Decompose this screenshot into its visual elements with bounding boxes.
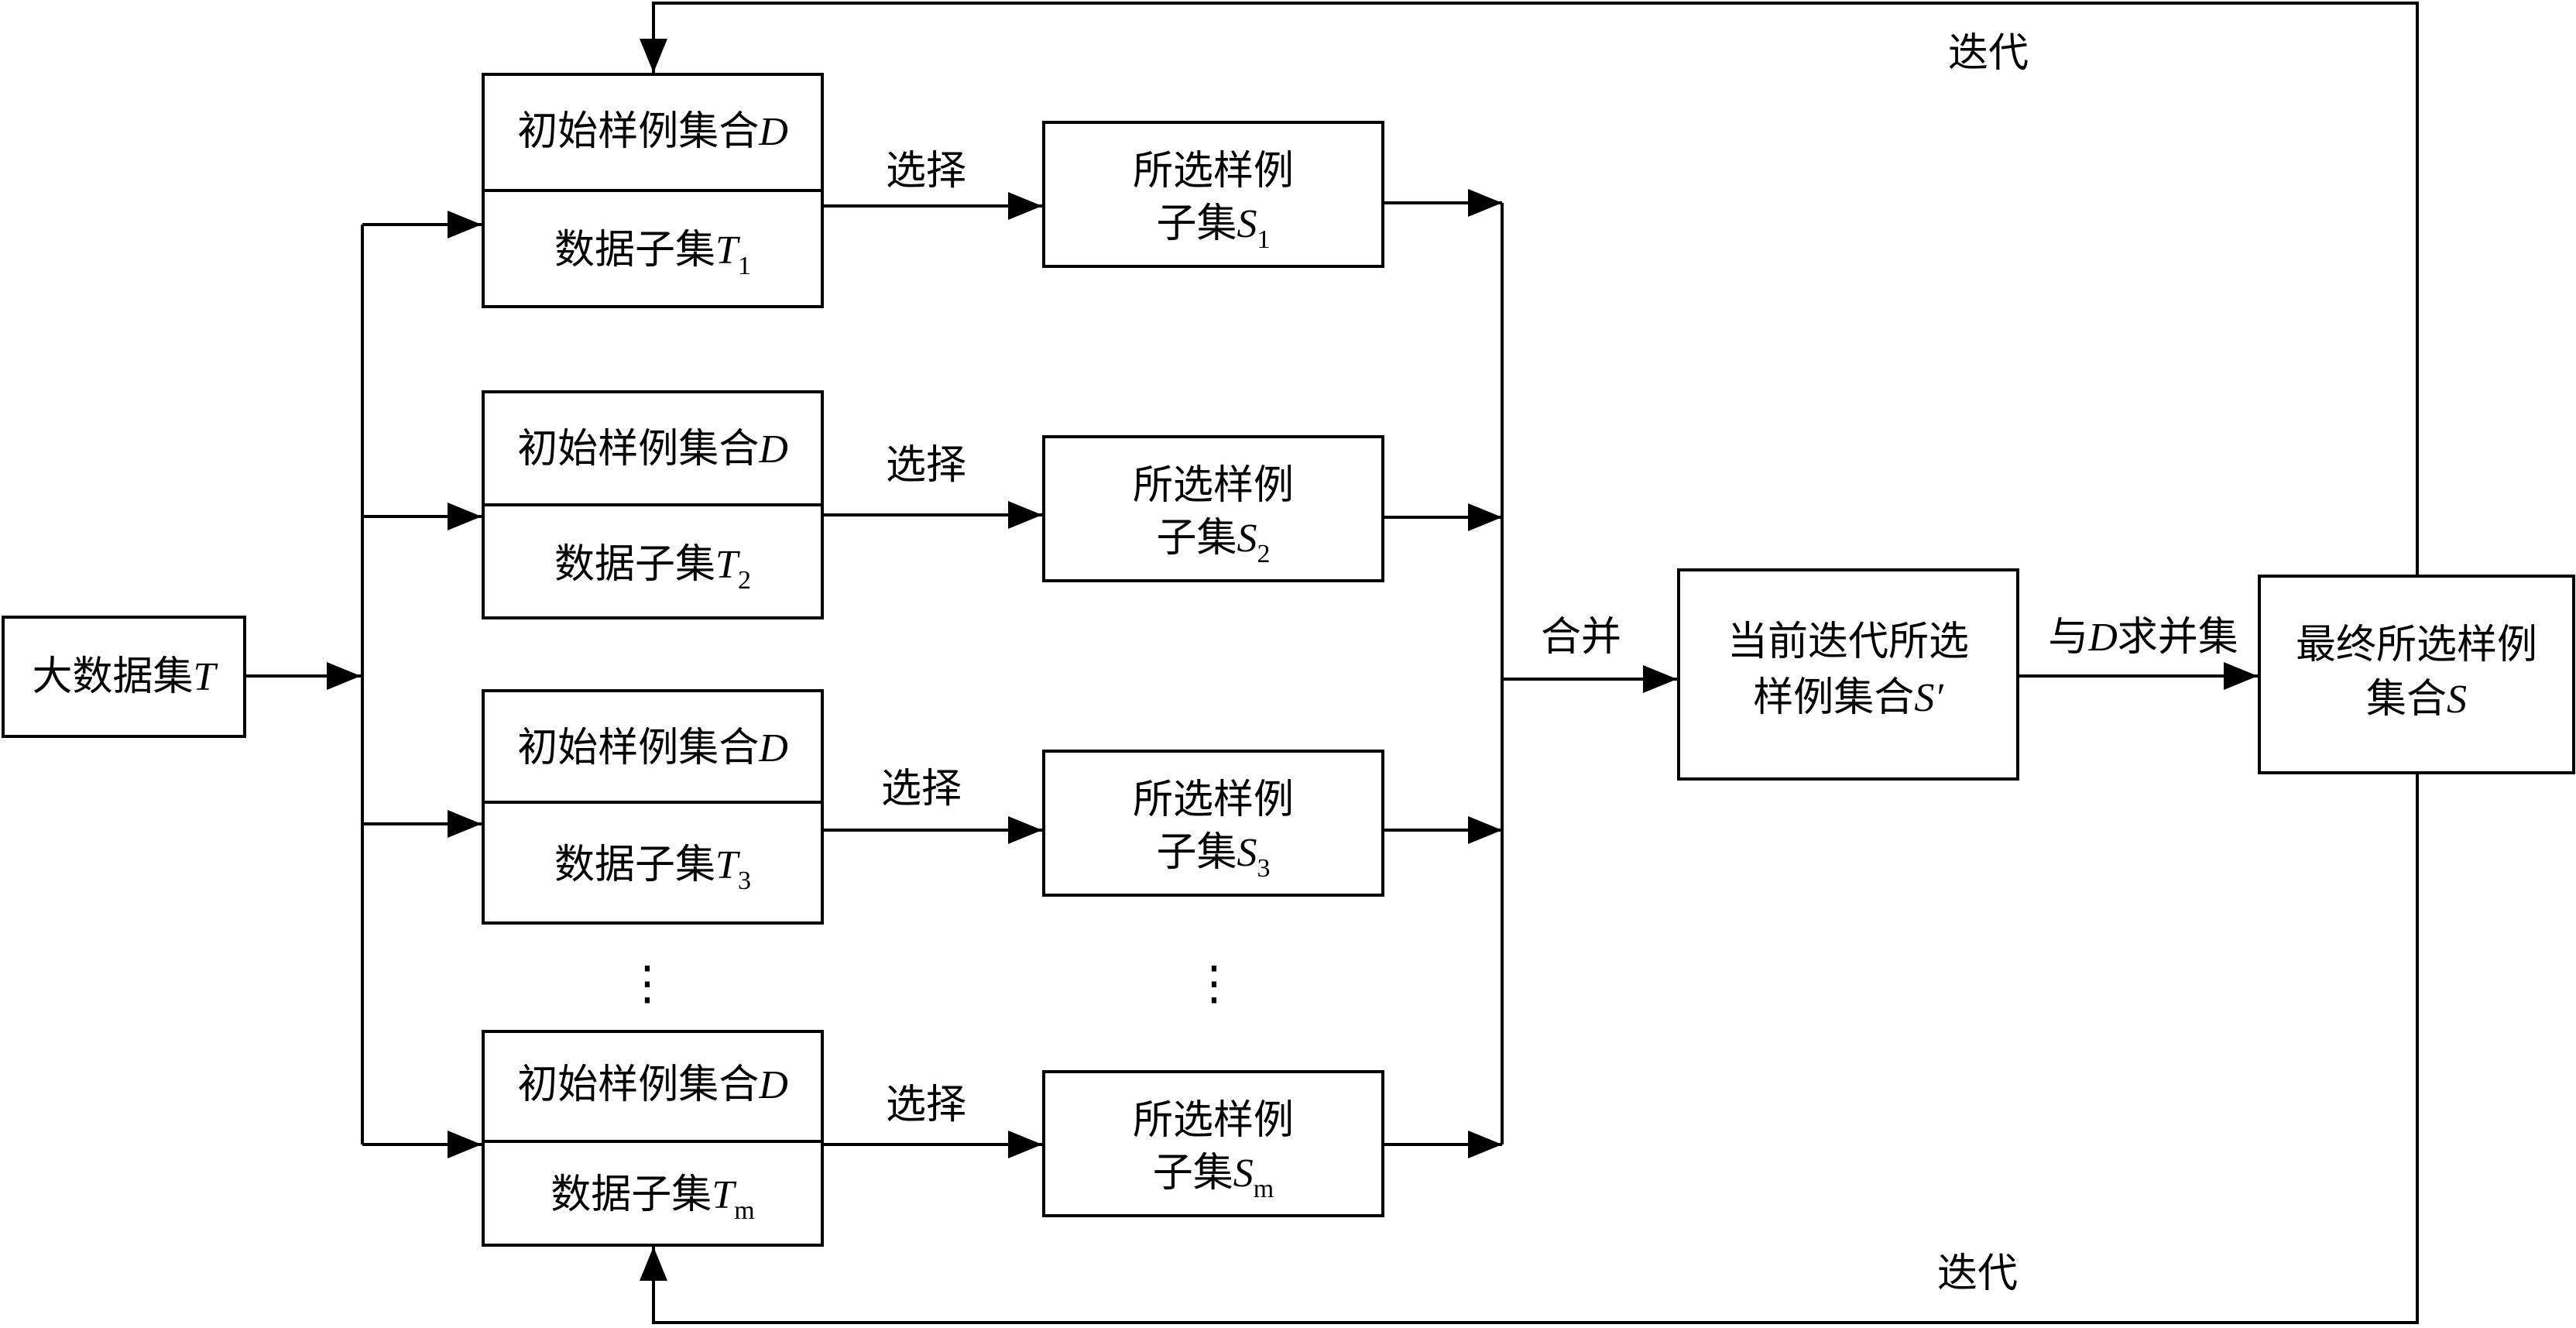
current-iteration-label-line1: 当前迭代所选 (1727, 619, 1969, 665)
final-selected-node: 最终所选样例 集合S (2258, 575, 2575, 774)
selected-subset-label-line1: 所选样例 (1133, 777, 1294, 823)
subset-ellipsis: ⋮ (624, 956, 671, 1011)
row-2: 初始样例集合D 数据子集T2 选择 所选样例 子集S2 (362, 390, 1502, 619)
data-subset-label: 数据子集T1 (554, 227, 751, 280)
selected-subset-node-2 (1042, 435, 1384, 582)
data-subset-label: 数据子集T3 (554, 842, 751, 895)
iterate-bottom-label: 迭代 (1937, 1251, 2018, 1297)
subset-node-m (482, 1030, 824, 1247)
init-sample-set-label: 初始样例集合D (517, 426, 788, 472)
data-subset-label: 数据子集Tm (551, 1172, 754, 1225)
init-sample-set-label: 初始样例集合D (517, 108, 788, 155)
input-dataset-node: 大数据集T (2, 616, 246, 738)
final-selected-label-line1: 最终所选样例 (2296, 622, 2537, 668)
init-sample-set-label: 初始样例集合D (517, 1062, 788, 1108)
selected-subset-label-line1: 所选样例 (1133, 148, 1294, 194)
init-sample-set-label: 初始样例集合D (517, 725, 788, 771)
iterate-top-label: 迭代 (1948, 30, 2029, 77)
select-edge-label: 选择 (886, 1082, 966, 1128)
iterate-top-arrow (640, 2, 2419, 576)
selected-subset-label-line2: 子集Sm (1153, 1150, 1274, 1203)
data-subset-label: 数据子集T2 (554, 541, 751, 595)
iterate-bottom-arrow (640, 773, 2419, 1324)
selected-subset-label-line2: 子集S3 (1156, 829, 1270, 883)
select-edge-label: 选择 (886, 442, 966, 489)
current-iteration-label-line2: 样例集合S′ (1753, 674, 1944, 721)
row-3: 初始样例集合D 数据子集T3 选择 所选样例 子集S3 (362, 689, 1502, 925)
row-m: 初始样例集合D 数据子集Tm 选择 所选样例 子集Sm (362, 1030, 1502, 1247)
selected-ellipsis: ⋮ (1191, 956, 1237, 1011)
input-dataset-label: 大数据集T (33, 654, 218, 700)
select-edge-label: 选择 (886, 148, 966, 194)
selected-subset-label-line2: 子集S2 (1156, 515, 1270, 568)
merge-label: 合并 (1541, 614, 1621, 661)
union-label: 与D求并集 (2048, 614, 2238, 661)
final-selected-label-line2: 集合S (2366, 676, 2467, 722)
current-iteration-node: 当前迭代所选 样例集合S′ (1677, 568, 2019, 781)
selected-subset-node-1 (1042, 121, 1384, 268)
row-1: 初始样例集合D 数据子集T1 选择 所选样例 子集S1 (362, 73, 1502, 308)
selected-subset-label-line1: 所选样例 (1133, 462, 1294, 509)
selected-subset-label-line1: 所选样例 (1133, 1097, 1294, 1144)
select-edge-label: 选择 (881, 766, 962, 812)
selected-subset-label-line2: 子集S1 (1156, 201, 1270, 254)
selected-subset-node-m (1042, 1070, 1384, 1217)
subset-node-3 (482, 689, 824, 925)
selected-subset-node-3 (1042, 750, 1384, 897)
